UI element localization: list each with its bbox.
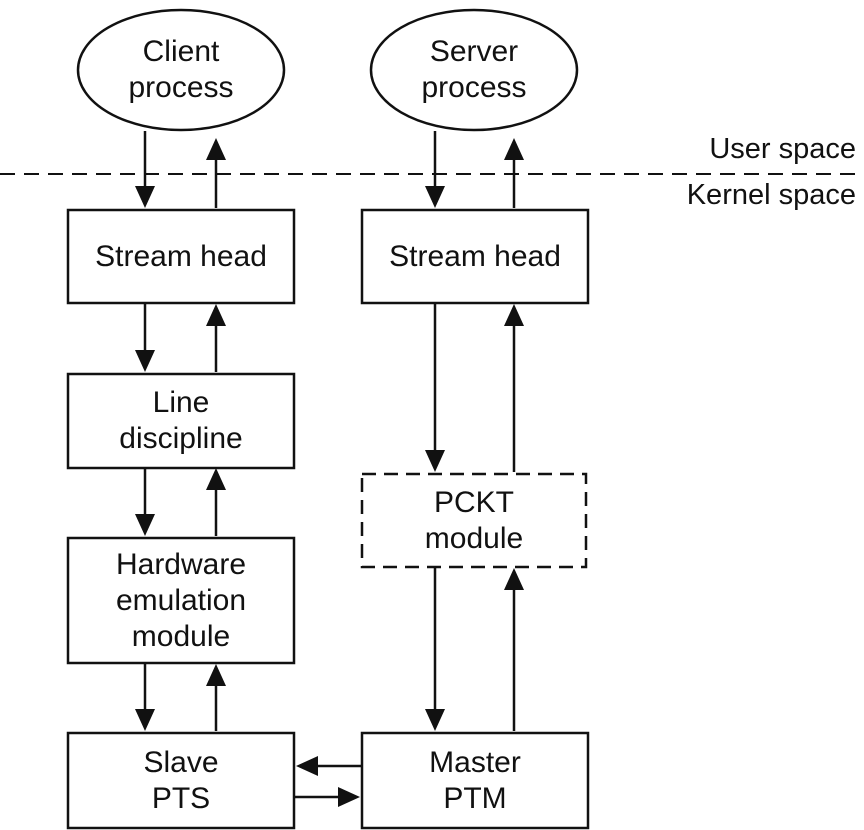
server-stream-head-box — [360, 208, 590, 305]
server-stream-head-label: Stream head — [389, 239, 561, 273]
line-discipline-label: Line discipline — [119, 386, 243, 455]
client-process-ellipse — [76, 8, 286, 132]
master-ptm-label: Master PTM — [429, 745, 521, 815]
client-stream-head-box — [66, 208, 296, 305]
master-ptm-box — [360, 731, 590, 830]
hardware-emulation-label: Hardware emulation module — [115, 547, 247, 653]
server-process-label: Server process — [421, 35, 527, 104]
slave-pts-box — [66, 731, 296, 830]
user-space-label: User space — [709, 133, 856, 165]
slave-pts-label: Slave PTS — [143, 745, 219, 815]
client-down-arrowheads — [135, 186, 155, 731]
server-process-ellipse — [369, 8, 579, 132]
pckt-module-box — [360, 472, 588, 569]
server-down-arrowheads — [425, 186, 445, 731]
hardware-emulation-box — [66, 536, 296, 665]
pts-to-ptm-arrowhead — [338, 787, 360, 807]
kernel-space-label: Kernel space — [686, 179, 856, 211]
line-discipline-box — [66, 372, 296, 470]
client-process-label: Client process — [128, 35, 234, 104]
client-stream-head-label: Stream head — [95, 239, 267, 273]
pckt-module-label: PCKT module — [424, 485, 524, 555]
server-up-arrowheads — [504, 138, 524, 590]
client-up-arrowheads — [206, 138, 226, 686]
ptm-to-pts-arrowhead — [296, 756, 318, 776]
